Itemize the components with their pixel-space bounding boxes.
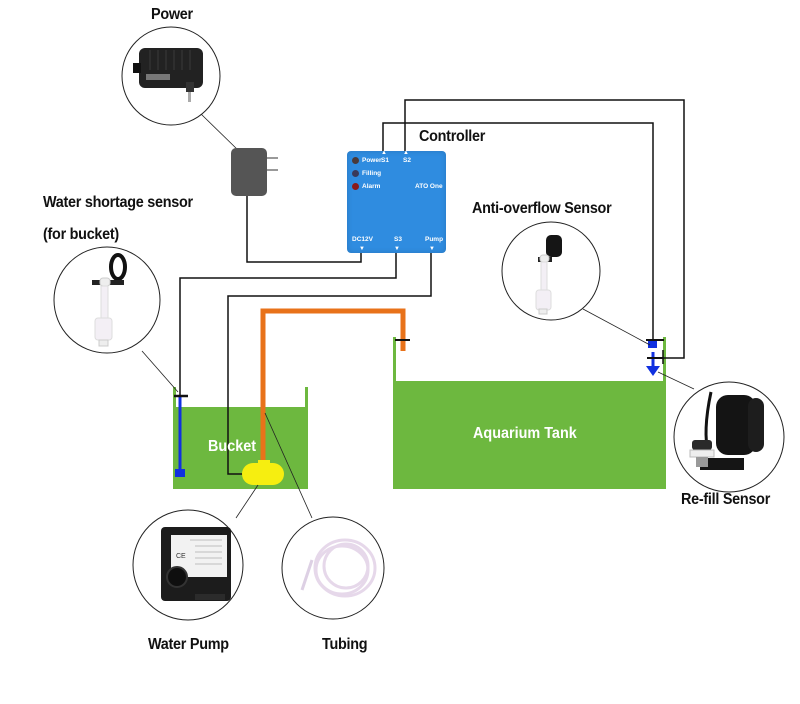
port-dc12v-label: DC12V bbox=[352, 236, 373, 243]
aquarium-tank bbox=[393, 337, 666, 489]
power-adapter-image bbox=[133, 48, 203, 102]
wire-dc12v bbox=[246, 196, 362, 263]
bucket-label: Bucket bbox=[208, 438, 257, 455]
port-s1-label: S1 bbox=[381, 157, 389, 164]
tank-left-wall bbox=[393, 337, 396, 381]
tank-water bbox=[393, 381, 666, 489]
controller-label: Controller bbox=[419, 128, 486, 145]
water-shortage-sensor-image bbox=[92, 253, 127, 347]
anti-overflow-sensor-label: Anti-overflow Sensor bbox=[472, 200, 612, 217]
port-s2-arrow-icon: ▲ bbox=[403, 150, 409, 156]
port-pump-arrow-icon: ▼ bbox=[429, 246, 435, 252]
water-shortage-sensor-sublabel: (for bucket) bbox=[43, 226, 119, 243]
tank-right-wall bbox=[663, 337, 666, 381]
port-s1-arrow-icon: ▲ bbox=[381, 150, 387, 156]
indicator-alarm-label: Alarm bbox=[362, 183, 381, 190]
port-dc12v-arrow-icon: ▼ bbox=[359, 246, 365, 252]
tubing-line bbox=[260, 308, 406, 462]
water-shortage-sensor-symbol bbox=[174, 394, 188, 477]
wires bbox=[179, 99, 685, 475]
refill-sensor-symbol bbox=[646, 350, 664, 376]
bucket bbox=[173, 387, 308, 489]
port-s3-arrow-icon: ▼ bbox=[394, 246, 400, 252]
indicator-power-label: Power bbox=[362, 157, 382, 164]
wire-pump bbox=[227, 252, 432, 475]
water-pump-label: Water Pump bbox=[148, 636, 229, 653]
water-shortage-sensor-label: Water shortage sensor bbox=[43, 194, 193, 211]
leader-anti-overflow bbox=[582, 308, 651, 346]
controller-box: ▲ ▲ S1 S2 Power Filling Alarm ATO One DC… bbox=[347, 150, 446, 253]
bucket-water bbox=[173, 407, 308, 489]
water-pump-symbol bbox=[242, 460, 284, 485]
leader-water-pump bbox=[235, 484, 259, 519]
controller-model-label: ATO One bbox=[415, 183, 443, 190]
wire-s2 bbox=[404, 99, 685, 359]
svg-text:CE: CE bbox=[176, 553, 186, 560]
refill-sensor-label: Re-fill Sensor bbox=[681, 491, 771, 508]
water-pump-image: CE bbox=[161, 527, 231, 601]
aquarium-tank-label: Aquarium Tank bbox=[473, 425, 577, 442]
refill-sensor-image bbox=[689, 391, 764, 470]
power-led-icon bbox=[352, 157, 359, 164]
port-s2-label: S2 bbox=[403, 157, 411, 164]
tubing-label: Tubing bbox=[322, 636, 368, 653]
leader-water-shortage bbox=[141, 350, 179, 393]
port-s3-label: S3 bbox=[394, 236, 402, 243]
leader-tubing bbox=[264, 412, 313, 519]
port-pump-label: Pump bbox=[425, 236, 444, 243]
leader-refill bbox=[657, 371, 695, 390]
power-label: Power bbox=[151, 6, 193, 23]
wire-s3 bbox=[179, 252, 397, 396]
wire-s1 bbox=[382, 122, 654, 340]
anti-overflow-sensor-image bbox=[535, 235, 562, 315]
anti-overflow-sensor-symbol bbox=[646, 339, 664, 348]
anti-overflow-callout-circle bbox=[501, 221, 601, 321]
leader-power bbox=[200, 113, 241, 153]
filling-led-icon bbox=[352, 170, 359, 177]
power-adapter bbox=[231, 148, 278, 196]
indicator-filling-label: Filling bbox=[362, 170, 382, 177]
tubing-image bbox=[300, 538, 377, 598]
alarm-led-icon bbox=[352, 183, 359, 190]
bucket-right-wall bbox=[305, 387, 308, 407]
